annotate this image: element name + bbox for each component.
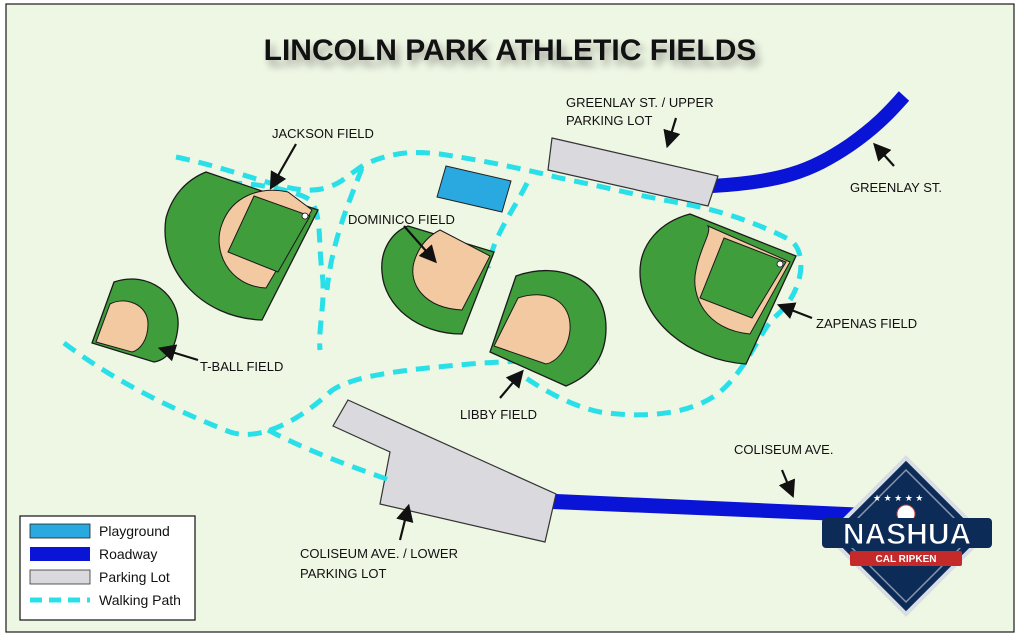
legend-parking-label: Parking Lot [99, 569, 170, 585]
jackson-field [164, 171, 319, 321]
logo-name: NASHUA [843, 518, 971, 551]
label-arrows [157, 117, 895, 541]
dominico-field [381, 225, 495, 335]
dominico-field-label: DOMINICO FIELD [348, 212, 455, 227]
lower-lot-label-2: PARKING LOT [300, 566, 387, 581]
svg-text:LINCOLN PARK ATHLETIC FIELDS: LINCOLN PARK ATHLETIC FIELDS [268, 40, 761, 73]
greenlay-st-road [711, 91, 910, 193]
lower-lot-label-1: COLISEUM AVE. / LOWER [300, 546, 458, 561]
legend-path-label: Walking Path [99, 592, 181, 608]
lower-parking-lot [332, 399, 557, 543]
zapenas-field [639, 213, 797, 365]
legend: Playground Roadway Parking Lot Walking P… [19, 515, 196, 621]
legend-playground-swatch [29, 523, 91, 539]
coliseum-ave-road [552, 494, 868, 522]
nashua-cal-ripken-logo: ★ ★ ★ ★ ★ NASHUA CAL RIPKEN [822, 455, 992, 617]
legend-playground-label: Playground [99, 523, 170, 539]
logo-subtitle: CAL RIPKEN [876, 554, 937, 565]
upper-lot-label-2: PARKING LOT [566, 113, 653, 128]
zapenas-field-label: ZAPENAS FIELD [816, 316, 917, 331]
playground [436, 165, 512, 213]
svg-text:★ ★ ★ ★ ★: ★ ★ ★ ★ ★ [873, 493, 923, 503]
upper-lot-label-1: GREENLAY ST. / UPPER [566, 95, 714, 110]
tball-field [91, 278, 179, 363]
legend-roadway-label: Roadway [99, 546, 157, 562]
legend-parking-swatch [29, 569, 91, 585]
coliseum-ave-label: COLISEUM AVE. [734, 442, 833, 457]
greenlay-st-label: GREENLAY ST. [850, 180, 942, 195]
legend-roadway-swatch [30, 547, 90, 561]
tball-field-label: T-BALL FIELD [200, 359, 283, 374]
libby-field [489, 269, 607, 387]
upper-parking-lot [547, 137, 719, 207]
jackson-field-label: JACKSON FIELD [272, 126, 374, 141]
libby-field-label: LIBBY FIELD [460, 407, 537, 422]
map-title: LINCOLN PARK ATHLETIC FIELDS [264, 34, 757, 67]
